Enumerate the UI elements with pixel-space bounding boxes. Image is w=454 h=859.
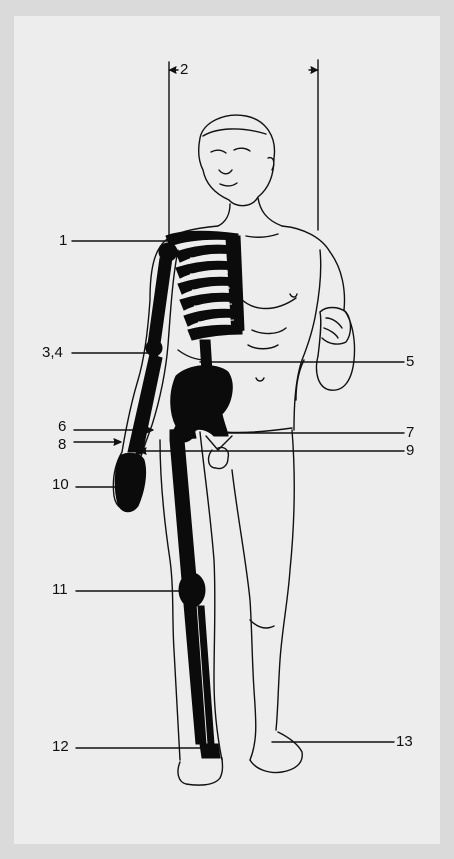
label-8: 8 <box>58 437 66 452</box>
label-6: 6 <box>58 419 66 434</box>
label-11: 11 <box>52 582 68 597</box>
label-7: 7 <box>406 425 414 440</box>
label-13: 13 <box>396 734 413 749</box>
label-2: 2 <box>180 62 188 77</box>
label-3-4: 3,4 <box>42 345 63 360</box>
pelvis-mark <box>234 380 237 383</box>
label-10: 10 <box>52 477 69 492</box>
label-9: 9 <box>406 443 414 458</box>
label-1: 1 <box>59 233 67 248</box>
label-12: 12 <box>52 739 69 754</box>
width-measure-lines <box>169 60 318 238</box>
head-outline <box>199 115 275 206</box>
pelvic-outline <box>206 436 232 469</box>
left-arm-outline <box>317 252 355 390</box>
label-5: 5 <box>406 354 414 369</box>
skeleton <box>115 231 244 758</box>
